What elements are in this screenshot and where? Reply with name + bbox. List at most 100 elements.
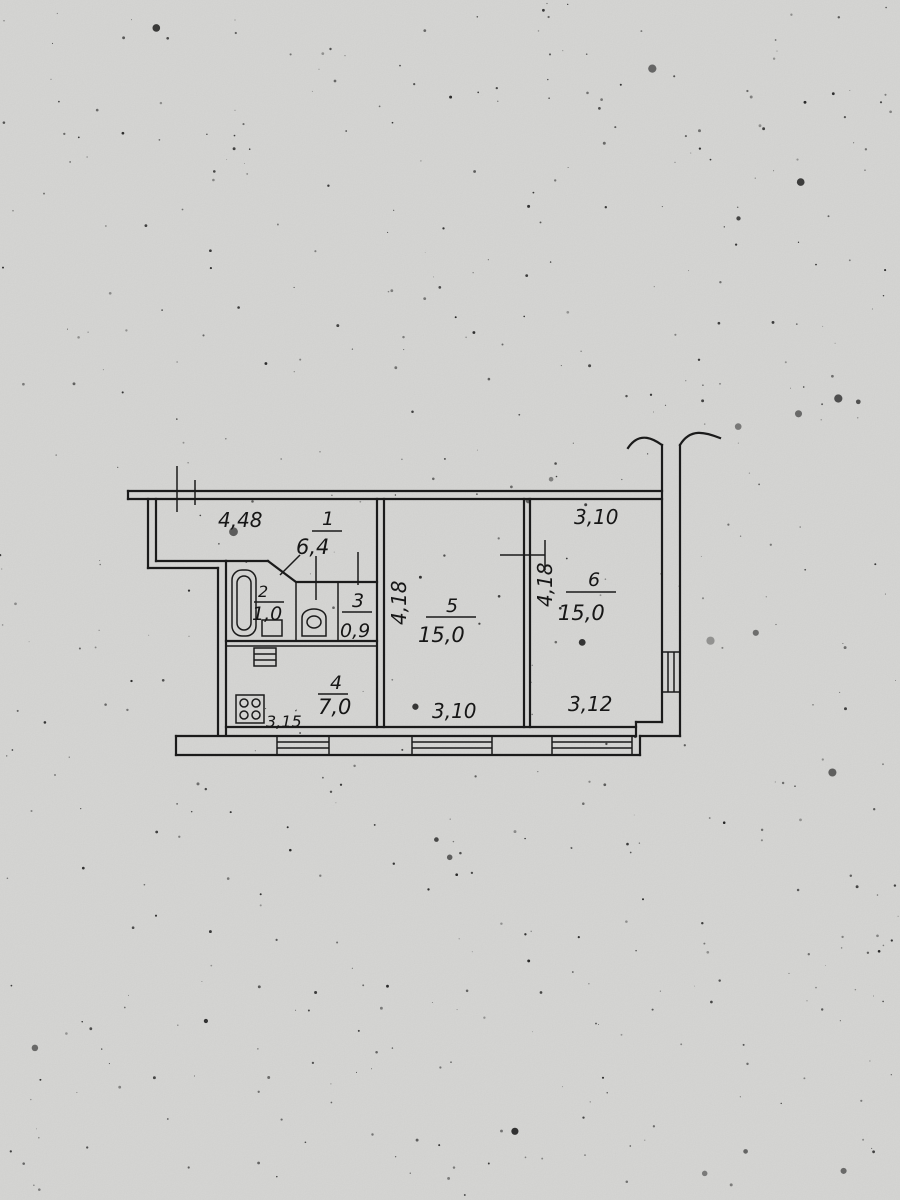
paper-speck	[822, 325, 824, 327]
paper-speck	[199, 514, 202, 517]
paper-speck	[558, 606, 562, 610]
paper-speck	[117, 466, 119, 469]
paper-speck	[474, 775, 477, 778]
paper-speck	[471, 951, 473, 953]
paper-speck	[2, 121, 6, 124]
paper-speck	[727, 523, 730, 526]
paper-speck	[871, 308, 873, 310]
paper-speck	[588, 983, 590, 985]
room-3-number: 3	[352, 590, 364, 612]
paper-speck	[765, 596, 767, 598]
paper-speck	[532, 191, 535, 194]
paper-speck	[548, 476, 554, 482]
paper-speck	[449, 818, 451, 820]
room-4-area: 7,0	[318, 695, 351, 719]
paper-speck	[748, 472, 751, 474]
paper-speck	[729, 1183, 733, 1187]
room-5-label: 5 15,0	[418, 595, 476, 647]
paper-speck	[105, 225, 107, 227]
room-4-number: 4	[330, 672, 342, 694]
paper-speck	[77, 336, 80, 339]
paper-speck	[403, 349, 405, 351]
paper-speck	[130, 679, 133, 683]
paper-speck	[452, 1166, 456, 1169]
paper-speck	[265, 708, 267, 710]
paper-speck	[843, 646, 847, 650]
paper-speck	[375, 1051, 378, 1054]
paper-speck	[345, 130, 348, 132]
paper-speck	[332, 606, 335, 610]
paper-speck	[821, 403, 824, 406]
paper-speck	[648, 64, 657, 73]
sink-icon	[261, 619, 283, 637]
paper-speck	[758, 124, 762, 128]
paper-speck	[673, 75, 676, 78]
paper-speck	[856, 417, 859, 419]
paper-speck	[820, 419, 822, 421]
paper-speck	[351, 348, 354, 350]
stairs-icon	[253, 647, 277, 667]
paper-speck	[234, 109, 236, 111]
paper-speck	[531, 681, 532, 683]
paper-speck	[495, 86, 498, 90]
paper-speck	[336, 324, 340, 328]
paper-speck	[6, 755, 8, 757]
paper-speck	[355, 1071, 358, 1073]
paper-speck	[161, 309, 163, 311]
paper-speck	[259, 904, 262, 907]
paper-speck	[104, 703, 107, 706]
paper-speck	[12, 209, 14, 212]
paper-speck	[703, 942, 706, 945]
paper-speck	[722, 821, 726, 824]
paper-speck	[582, 1116, 585, 1119]
paper-speck	[1, 624, 4, 626]
paper-speck	[524, 1156, 527, 1159]
paper-speck	[638, 842, 641, 844]
paper-speck	[206, 133, 208, 135]
paper-speck	[443, 554, 446, 557]
paper-speck	[166, 36, 170, 40]
paper-speck	[33, 1184, 35, 1186]
paper-speck	[758, 483, 760, 486]
paper-speck	[743, 1149, 748, 1154]
paper-speck	[55, 454, 57, 456]
paper-speck	[633, 814, 635, 816]
paper-speck	[547, 15, 550, 19]
paper-speck	[128, 994, 129, 996]
paper-speck	[562, 1086, 564, 1088]
paper-speck	[500, 922, 503, 925]
paper-speck	[776, 50, 778, 52]
paper-speck	[443, 457, 446, 460]
paper-speck	[322, 776, 324, 779]
paper-speck	[625, 1180, 629, 1184]
paper-speck	[159, 101, 163, 105]
paper-speck	[807, 953, 810, 956]
paper-speck	[465, 336, 467, 339]
paper-speck	[595, 1022, 597, 1025]
paper-speck	[527, 204, 531, 208]
dimension-top-left: 4,48	[218, 508, 263, 532]
paper-speck	[897, 915, 899, 917]
paper-speck	[523, 315, 526, 318]
paper-speck	[555, 475, 558, 478]
paper-speck	[483, 1016, 486, 1019]
paper-speck	[351, 967, 353, 969]
paper-speck	[803, 100, 807, 104]
paper-speck	[36, 1128, 38, 1130]
paper-speck	[254, 750, 256, 752]
paper-speck	[588, 780, 591, 783]
paper-speck	[629, 851, 632, 854]
paper-speck	[432, 276, 434, 278]
paper-speck	[873, 808, 876, 811]
paper-speck	[459, 851, 462, 855]
paper-speck	[357, 1029, 360, 1032]
paper-speck	[501, 343, 504, 346]
paper-speck	[562, 50, 564, 52]
paper-speck	[210, 964, 213, 967]
paper-speck	[108, 291, 112, 295]
paper-speck	[11, 749, 14, 751]
paper-speck	[683, 744, 686, 747]
paper-speck	[242, 123, 245, 126]
bottom-windows	[276, 735, 633, 756]
paper-speck	[28, 641, 30, 643]
